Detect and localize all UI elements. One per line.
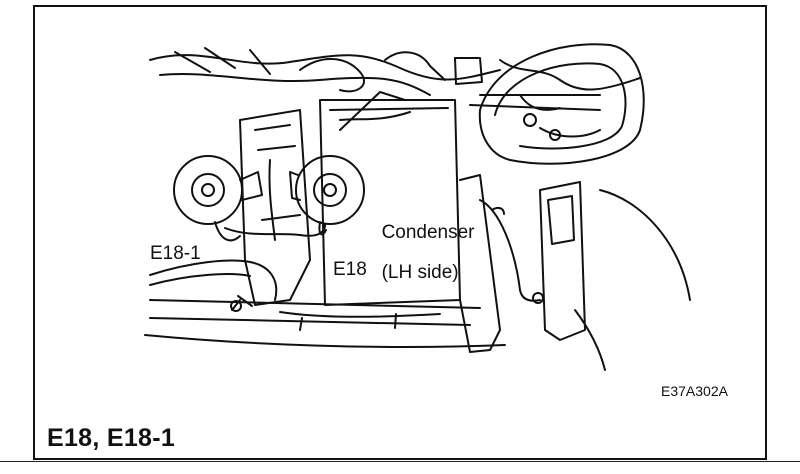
headlamp-housing <box>478 43 645 165</box>
connector-label-e18-1: E18-1 <box>150 243 201 264</box>
condenser-label: Condenser (LH side) <box>371 203 475 283</box>
left-horn <box>173 155 263 242</box>
lower-cross-member <box>144 299 506 348</box>
right-horn <box>289 155 365 236</box>
figure-frame <box>33 5 767 460</box>
front-side-member <box>459 174 691 371</box>
bottom-rule <box>0 461 800 462</box>
horn-harness <box>149 224 326 312</box>
connector-label-e18: E18 <box>333 259 367 280</box>
figure-reference-code: E37A302A <box>661 383 728 399</box>
condenser-label-line-2: (LH side) <box>381 261 459 283</box>
horn-bracket <box>239 109 311 306</box>
figure-caption: E18, E18-1 <box>47 424 176 452</box>
condenser-label-line-1: Condenser <box>381 221 475 243</box>
